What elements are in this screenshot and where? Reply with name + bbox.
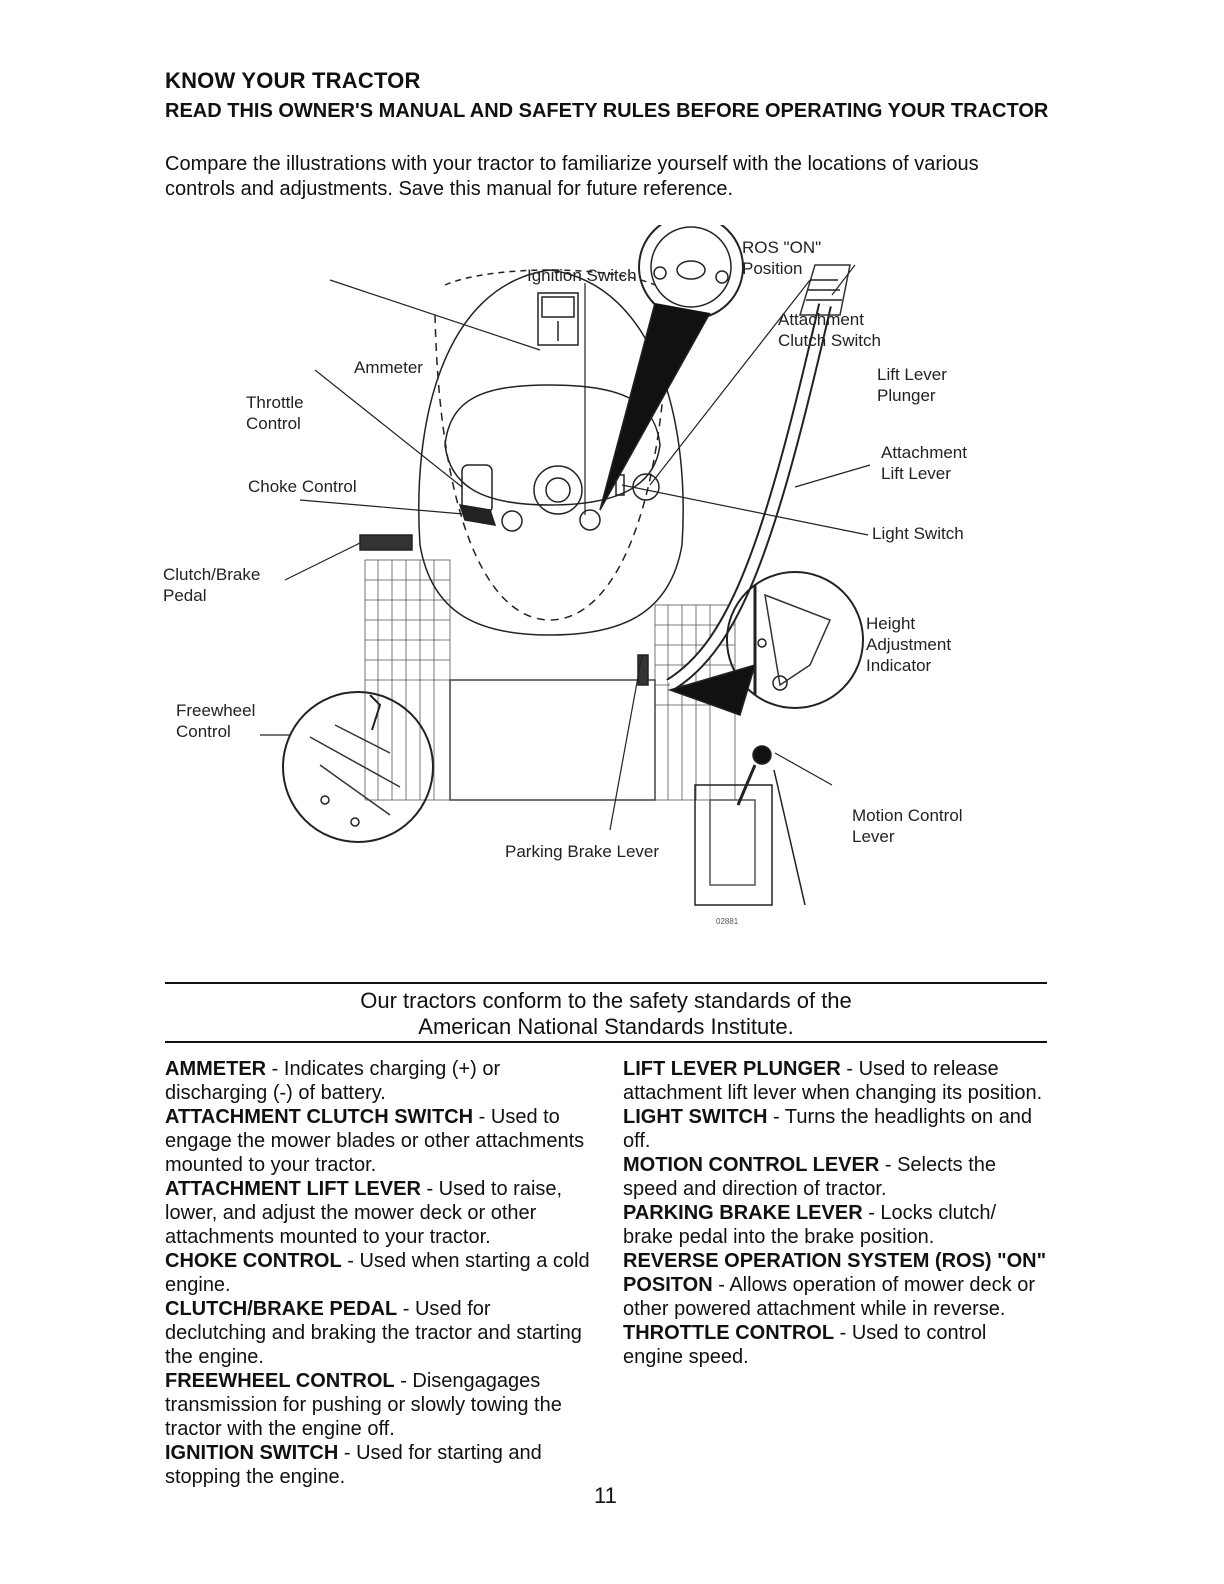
label-attachment-lift-lever: Attachment Lift Lever (881, 443, 967, 483)
label-ignition-switch: Ignition Switch (527, 266, 637, 285)
definition-motion-control-lever: MOTION CONTROL LEVER - Selects the speed… (623, 1154, 997, 1200)
definition-throttle-control: THROTTLE CONTROL - Used to control engin… (623, 1322, 987, 1368)
page-number: 11 (594, 1483, 617, 1508)
safety-subtitle: READ THIS OWNER'S MANUAL AND SAFETY RULE… (165, 100, 1049, 122)
label-clutch-brake-pedal: Clutch/Brake Pedal (163, 565, 261, 605)
tractor-controls-illustration: ROS "ON" Position Ignition Switch Attach… (150, 225, 1050, 935)
definition-ammeter: AMMETER - Indicates charging (+) or disc… (165, 1058, 501, 1104)
definition-ignition-switch: IGNITION SWITCH - Used for starting and … (165, 1442, 542, 1488)
divider-bottom (165, 1041, 1047, 1043)
definition-ros-on-position: REVERSE OPERATION SYSTEM (ROS) "ON" POSI… (623, 1250, 1047, 1320)
page-title: KNOW YOUR TRACTOR (165, 68, 421, 93)
intro-paragraph: Compare the illustrations with your trac… (165, 153, 979, 200)
label-light-switch: Light Switch (872, 524, 964, 543)
definition-light-switch: LIGHT SWITCH - Turns the headlights on a… (623, 1106, 1033, 1152)
label-lift-lever-plunger: Lift Lever Plunger (877, 365, 947, 405)
label-height-adjustment-indicator: Height Adjustment Indicator (866, 614, 952, 675)
figure-number: 02881 (716, 917, 739, 926)
definition-clutch-brake-pedal: CLUTCH/BRAKE PEDAL - Used for declutchin… (165, 1298, 582, 1368)
tractor-drawing (260, 225, 871, 906)
label-throttle-control: Throttle Control (246, 393, 304, 433)
definition-attachment-clutch-switch: ATTACHMENT CLUTCH SWITCH - Used to engag… (165, 1106, 585, 1176)
label-attachment-clutch-switch: Attachment Clutch Switch (778, 310, 881, 350)
label-ammeter: Ammeter (354, 358, 423, 377)
definition-choke-control: CHOKE CONTROL - Used when starting a col… (165, 1250, 590, 1296)
definition-parking-brake-lever: PARKING BRAKE LEVER - Locks clutch/ brak… (623, 1202, 997, 1248)
ansi-notice: Our tractors conform to the safety stand… (360, 988, 852, 1039)
definition-freewheel-control: FREEWHEEL CONTROL - Disengagages transmi… (165, 1370, 562, 1440)
definitions-right-column: LIFT LEVER PLUNGER - Used to release att… (623, 1057, 1051, 1369)
divider-top (165, 982, 1047, 984)
label-motion-control-lever: Motion Control Lever (852, 806, 963, 846)
label-ros-on-position: ROS "ON" Position (742, 238, 822, 278)
label-choke-control: Choke Control (248, 477, 357, 496)
definitions-left-column: AMMETER - Indicates charging (+) or disc… (165, 1057, 593, 1489)
definition-lift-lever-plunger: LIFT LEVER PLUNGER - Used to release att… (623, 1058, 1043, 1104)
label-parking-brake-lever: Parking Brake Lever (505, 842, 660, 861)
label-freewheel-control: Freewheel Control (176, 701, 256, 741)
definition-attachment-lift-lever: ATTACHMENT LIFT LEVER - Used to raise, l… (165, 1178, 563, 1248)
